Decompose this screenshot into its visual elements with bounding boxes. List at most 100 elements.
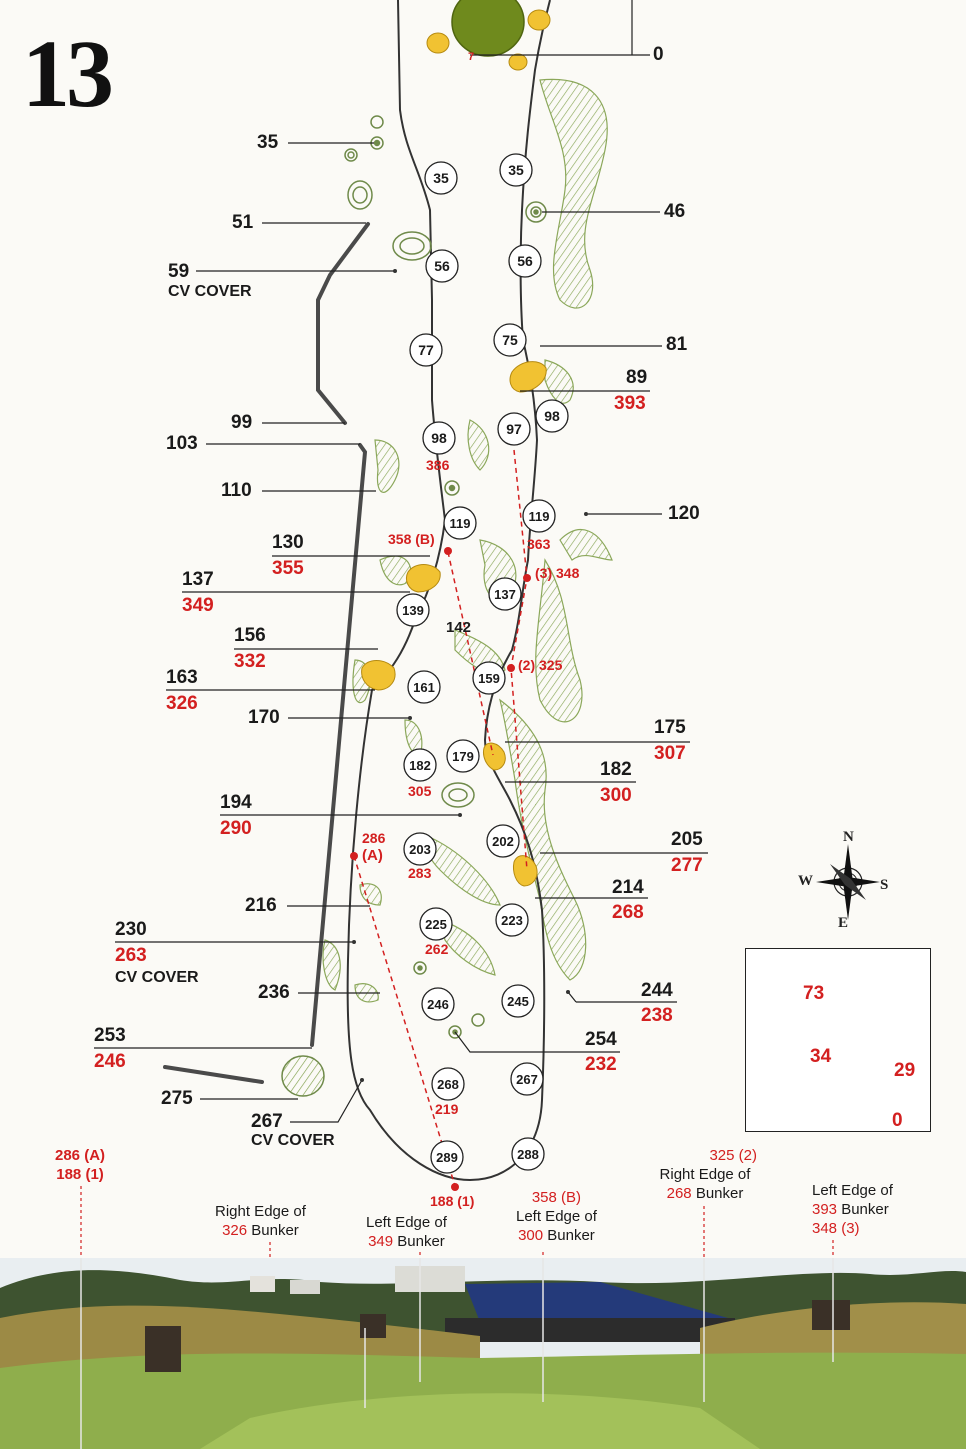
note-7: 7: [468, 51, 475, 63]
yardage-marker: 56: [425, 249, 459, 283]
caption-300-line1: Left Edge of: [516, 1208, 597, 1225]
callout-230-back: 263: [115, 945, 147, 966]
compass-n: N: [843, 829, 854, 845]
yardage-marker-circle: [424, 161, 458, 195]
yardage-marker: 245: [501, 984, 535, 1018]
yardage-marker-label: 159: [478, 671, 500, 686]
yardage-marker: 161: [407, 670, 441, 704]
yardage-marker-label: 75: [502, 332, 518, 348]
callout-253: 253: [94, 1025, 126, 1046]
yardage-marker: 159: [472, 661, 506, 695]
yardage-marker: 288: [511, 1137, 545, 1171]
yardage-marker-label: 119: [450, 516, 471, 531]
yardage-marker: 119: [522, 499, 556, 533]
callout-216: 216: [245, 895, 277, 916]
callout-254-back: 232: [585, 1054, 617, 1075]
callout-59-cv-cover: CV COVER: [168, 283, 252, 300]
caption-393: Left Edge of 393 Bunker 348 (3): [812, 1181, 893, 1238]
note-358b: 358 (B): [388, 531, 435, 547]
yardage-marker: 289: [430, 1140, 464, 1174]
yardage-marker-circle: [430, 1140, 464, 1174]
rough-areas: [322, 78, 613, 1003]
legend-29: 29: [894, 1060, 916, 1081]
yardage-marker-circle: [422, 421, 456, 455]
yardage-marker-circle: [497, 412, 531, 446]
callout-130: 130: [272, 532, 304, 553]
compass-s: S: [880, 877, 889, 893]
callout-214: 214: [612, 877, 644, 898]
contour-features: [281, 115, 547, 1097]
note-386: 386: [426, 457, 450, 473]
callout-89-back: 393: [614, 393, 646, 414]
caption-300-num: 300: [518, 1227, 544, 1244]
yardage-marker: 179: [446, 739, 480, 773]
legend-34: 34: [810, 1046, 832, 1067]
yardage-marker: 119: [443, 506, 477, 540]
yardage-marker: 137: [488, 577, 522, 611]
yardage-marker-circle: [493, 323, 527, 357]
callout-182-back: 300: [600, 785, 632, 806]
note-363: 363: [527, 536, 551, 552]
caption-286a-line1: 286 (A): [55, 1147, 106, 1164]
yardage-marker-circle: [403, 832, 437, 866]
yardage-marker-circle: [403, 748, 437, 782]
note-262: 262: [425, 941, 449, 957]
yardage-marker-label: 225: [425, 917, 447, 932]
note-286: 286: [362, 830, 386, 846]
caption-268-rest: Bunker: [691, 1185, 744, 1202]
photo-reference-lines: [80, 1186, 834, 1258]
legend-0: 0: [892, 1110, 903, 1131]
caption-393-bottom: 348 (3): [812, 1220, 860, 1237]
callout-156: 156: [234, 625, 266, 646]
callout-163-back: 326: [166, 693, 198, 714]
yardage-marker: 139: [396, 593, 430, 627]
bunkers: [361, 9, 551, 887]
callout-244: 244: [641, 980, 673, 1001]
yardage-marker: 98: [422, 421, 456, 455]
callout-175: 175: [654, 717, 686, 738]
caption-268-top: 325 (2): [709, 1147, 757, 1164]
callout-253-back: 246: [94, 1051, 126, 1072]
yardage-marker: 97: [497, 412, 531, 446]
caption-300-rest: Bunker: [543, 1227, 595, 1244]
caption-326-line1: Right Edge of: [215, 1203, 306, 1220]
yardage-marker-circle: [421, 987, 455, 1021]
callout-275: 275: [161, 1088, 193, 1109]
yardage-marker-label: 137: [494, 587, 516, 602]
yardage-marker-label: 288: [517, 1147, 539, 1162]
callout-244-back: 238: [641, 1005, 673, 1026]
note-305: 305: [408, 783, 432, 799]
callout-170: 170: [248, 707, 280, 728]
yardage-marker-label: 223: [501, 913, 523, 928]
callout-137-back: 349: [182, 595, 214, 616]
caption-393-num: 393: [812, 1201, 838, 1218]
callout-51: 51: [232, 212, 254, 233]
yardage-marker-circle: [431, 1067, 465, 1101]
yardage-marker-circle: [522, 499, 556, 533]
note-283: 283: [408, 865, 432, 881]
callout-236: 236: [258, 982, 290, 1003]
yardage-marker: 77: [409, 333, 443, 367]
putting-green: [451, 0, 525, 57]
yardage-marker-label: 245: [507, 994, 529, 1009]
yardage-marker-label: 119: [529, 509, 550, 524]
yardage-marker: 75: [493, 323, 527, 357]
yardage-marker: 98: [535, 399, 569, 433]
callout-230-cv-cover: CV COVER: [115, 969, 199, 986]
caption-393-line1: Left Edge of: [812, 1182, 893, 1199]
note-286a: (A): [362, 847, 383, 864]
yardage-marker-circle: [511, 1137, 545, 1171]
yardage-marker: 35: [499, 153, 533, 187]
yardage-marker-circle: [508, 244, 542, 278]
callout-81: 81: [666, 334, 688, 355]
callout-35: 35: [257, 132, 279, 153]
yardage-marker-circle: [446, 739, 480, 773]
yardage-marker-circle: [486, 824, 520, 858]
yardage-marker: 202: [486, 824, 520, 858]
yardage-marker: 223: [495, 903, 529, 937]
caption-326-rest: Bunker: [247, 1222, 299, 1239]
caption-349-line1: Left Edge of: [366, 1214, 447, 1231]
note-219: 219: [435, 1101, 459, 1117]
